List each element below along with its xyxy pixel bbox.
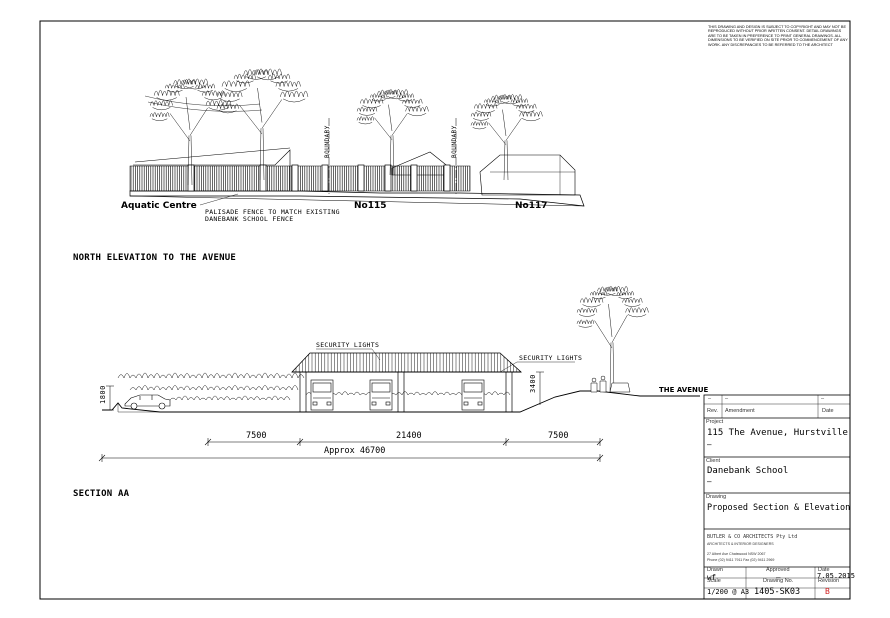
fence-note-line1: PALISADE FENCE TO MATCH EXISTING [205,208,340,216]
fence-note-leader [199,193,239,206]
label-aquatic-centre: Aquatic Centre [121,201,197,211]
tree-elev-4 [470,94,543,181]
carport-columns [299,372,513,412]
elevation-title: NORTH ELEVATION TO THE AVENUE [73,253,236,263]
firm-phone: Phone (02) 9411 7911 Fax (02) 9411 2969 [707,558,775,562]
rev-row-date: – [821,396,825,402]
section-title: SECTION AA [73,489,130,499]
date2-value: 7.05.2015 [817,572,855,580]
dim-21400: 21400 [396,431,422,441]
dim-overall: Approx 46700 [324,446,386,456]
client-name: Danebank School [707,466,789,476]
firm-name: BUTLER & CO ARCHITECTS Pty Ltd [707,534,798,540]
client-dash: – [707,477,712,486]
tree-section [576,286,649,393]
sheet-border [39,20,851,600]
revision-label: Revision [818,578,840,584]
title-block-frame [703,394,851,600]
aquatic-centre-roof [133,149,291,190]
approved-label: Approved [766,567,790,573]
drawing-no-value: 1405-SK03 [754,587,801,597]
height-dim-right [536,371,544,405]
project-label: Project [706,419,724,425]
section-aa [98,348,700,462]
roof-hatch [295,353,521,372]
rev-label: Rev. [707,408,718,414]
bus-1 [310,379,334,411]
height-dim-left [106,385,114,411]
dim-7500-right: 7500 [548,431,569,441]
boundary-label-2: BOUNDARY [451,125,458,158]
approved-value: – [776,573,781,582]
people [590,375,631,393]
rev-row-rev: – [708,396,712,402]
boundary-label-1: BOUNDARY [324,125,331,158]
copyright-note: THIS DRAWING AND DESIGN IS SUBJECT TO CO… [708,25,848,47]
firm-address: 27 Albert Ave Chatswood NSW 2067 [707,552,766,556]
drawn-label: Drawn [707,567,723,573]
firm-subtitle: ARCHITECTS & INTERIOR DESIGNERS [707,542,774,546]
fence-note-line2: DANEBANK SCHOOL FENCE [205,215,294,223]
drawn-value: wf [707,573,717,582]
label-no117: No117 [515,201,548,211]
security-lights-right: SECURITY LIGHTS [519,354,583,362]
project-name: 115 The Avenue, Hurstville [707,428,848,438]
height-3400: 3400 [529,374,537,393]
carport-roof [291,352,523,373]
house-117 [479,154,576,196]
elevation-ground-line [129,190,585,207]
drawing-label: Drawing [706,494,727,500]
security-light-leader-left [316,348,381,361]
section-ground-line [102,390,700,413]
bus-2 [369,379,393,411]
power-line [144,95,261,106]
rev-row-amend: – [725,396,729,402]
the-avenue-label: THE AVENUE [659,386,709,394]
date-label: Date [822,408,834,414]
security-light-leader-right [499,361,575,373]
scale-value: 1/200 @ A3 [707,588,750,596]
amendment-label: Amendment [725,408,755,414]
client-label: Client [706,458,721,464]
height-1800: 1800 [99,385,107,404]
revision-value: B [825,587,830,596]
north-elevation [129,95,585,207]
security-lights-left: SECURITY LIGHTS [316,341,380,349]
dim-7500-left: 7500 [246,431,267,441]
date2-label: Date [818,567,830,573]
tree-elev-2 [216,68,309,181]
bus-3 [461,379,485,411]
dimension-lines [98,438,604,462]
car [124,394,171,410]
tree-elev-1 [149,78,232,186]
fence-pickets [130,166,471,191]
label-no115: No115 [354,201,387,211]
fence-pillars [187,164,451,192]
project-dash: – [707,440,712,449]
tree-elev-3 [356,89,429,176]
drawing-no-label: Drawing No. [763,578,794,584]
drawing-name: Proposed Section & Elevation [707,503,851,513]
trees [117,68,649,401]
scale-label: Scale [707,578,721,584]
